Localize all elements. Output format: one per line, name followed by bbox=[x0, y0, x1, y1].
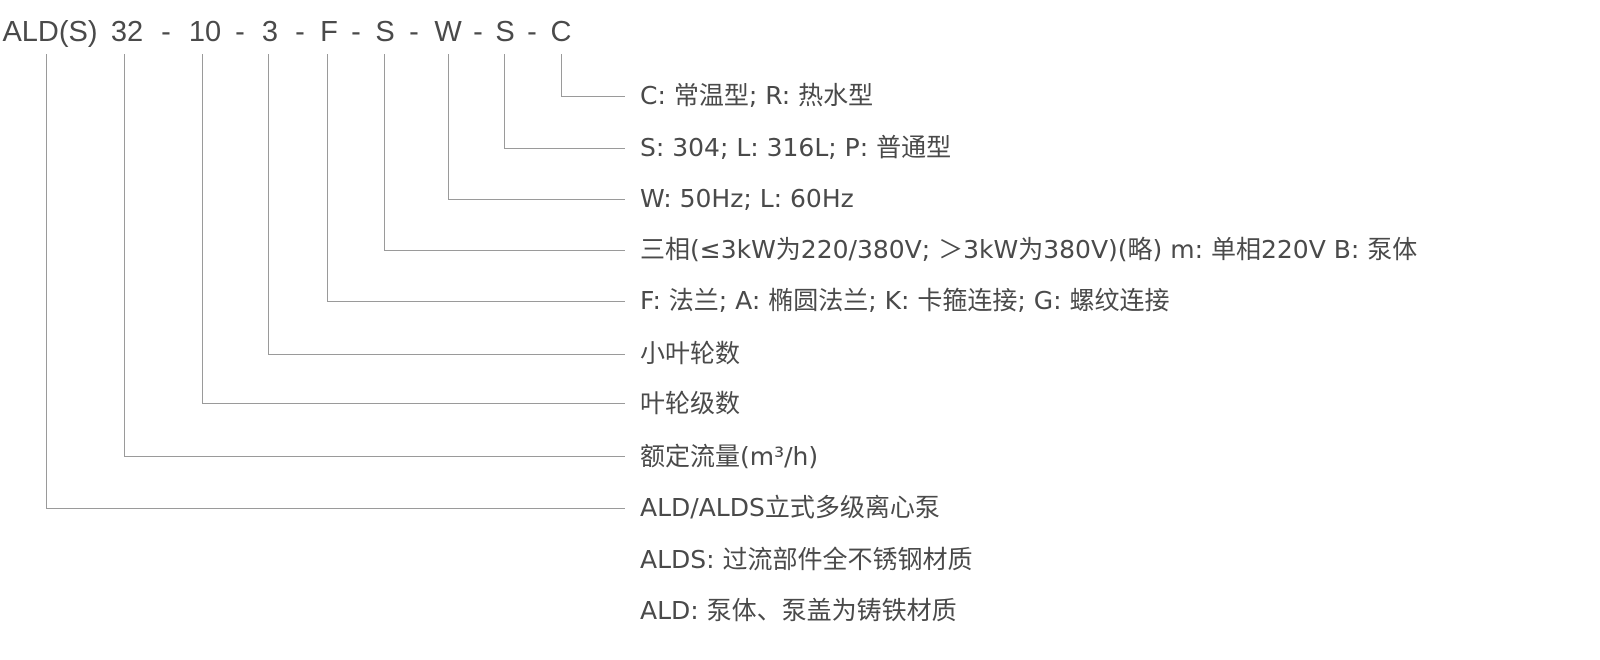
code-material: S bbox=[495, 16, 515, 48]
code-connection: F bbox=[320, 16, 338, 48]
desc-series: ALD/ALDS立式多级离心泵 bbox=[640, 493, 940, 522]
desc-small-impellers: 小叶轮数 bbox=[640, 339, 741, 368]
connector-connection bbox=[327, 54, 625, 302]
code-dash: - bbox=[473, 16, 483, 48]
code-dash: - bbox=[161, 16, 171, 48]
connector-phase bbox=[384, 54, 625, 251]
connector-small-impellers bbox=[268, 54, 625, 355]
note-ald: ALD: 泵体、泵盖为铸铁材质 bbox=[640, 596, 957, 625]
note-alds: ALDS: 过流部件全不锈钢材质 bbox=[640, 545, 973, 574]
connector-frequency bbox=[448, 54, 625, 200]
code-dash: - bbox=[235, 16, 245, 48]
code-frequency: W bbox=[434, 16, 462, 48]
desc-material: S: 304; L: 316L; P: 普通型 bbox=[640, 133, 952, 162]
desc-connection: F: 法兰; A: 椭圆法兰; K: 卡箍连接; G: 螺纹连接 bbox=[640, 286, 1170, 315]
desc-stages: 叶轮级数 bbox=[640, 389, 741, 418]
code-series: ALD(S) bbox=[2, 16, 98, 48]
desc-frequency: W: 50Hz; L: 60Hz bbox=[640, 184, 854, 213]
code-small-impellers: 3 bbox=[261, 16, 279, 48]
code-phase: S bbox=[375, 16, 395, 48]
code-dash: - bbox=[295, 16, 305, 48]
connector-stages bbox=[202, 54, 625, 404]
code-dash: - bbox=[409, 16, 419, 48]
code-dash: - bbox=[527, 16, 537, 48]
desc-flow: 额定流量(m³/h) bbox=[640, 442, 819, 471]
code-flow: 32 bbox=[110, 16, 144, 48]
connector-material bbox=[504, 54, 625, 149]
connector-temperature bbox=[561, 54, 625, 97]
connector-flow bbox=[124, 54, 625, 457]
desc-phase: 三相(≤3kW为220/380V; ＞3kW为380V)(略) m: 单相220… bbox=[640, 235, 1418, 264]
connector-series bbox=[46, 54, 625, 509]
desc-temperature: C: 常温型; R: 热水型 bbox=[640, 81, 874, 110]
code-temperature: C bbox=[550, 16, 572, 48]
code-stages: 10 bbox=[188, 16, 222, 48]
code-dash: - bbox=[351, 16, 361, 48]
